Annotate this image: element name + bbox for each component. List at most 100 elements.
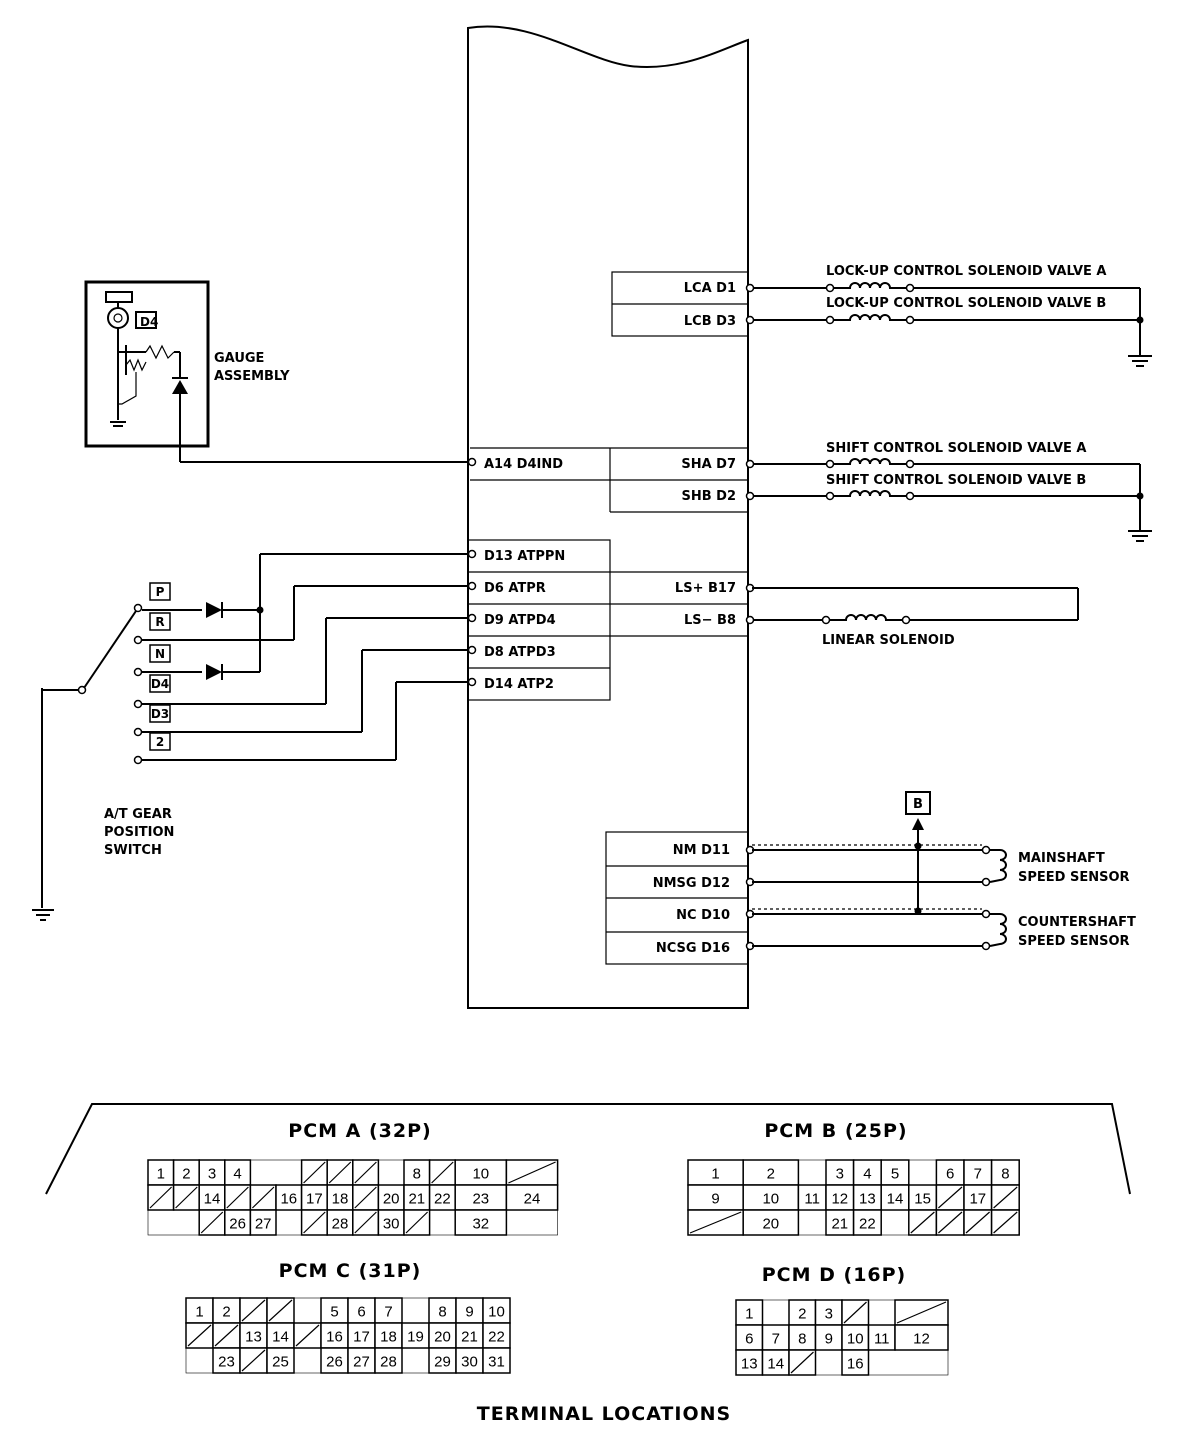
- pin-d6: D6 ATPR: [484, 581, 546, 596]
- svg-text:N: N: [155, 647, 165, 661]
- terminal-cell: 18: [374, 1322, 403, 1349]
- svg-text:8: 8: [798, 1331, 806, 1348]
- terminal-cell: 3: [198, 1159, 226, 1186]
- d4-indicator-icon: D4: [135, 311, 158, 329]
- svg-text:3: 3: [836, 1166, 844, 1183]
- terminal-cell: 1: [147, 1159, 175, 1186]
- pcm-c-title: PCM C (31P): [279, 1260, 422, 1282]
- svg-text:14: 14: [272, 1329, 289, 1346]
- svg-text:1: 1: [745, 1306, 753, 1323]
- gear-label-r: R: [149, 612, 171, 631]
- terminal-cell: 11: [867, 1324, 896, 1351]
- svg-text:8: 8: [438, 1304, 446, 1321]
- terminal-cell: 13: [239, 1322, 268, 1349]
- terminal-cell: 27: [249, 1209, 277, 1236]
- pin-d9: D9 ATPD4: [484, 613, 556, 628]
- terminal-cell: 2: [742, 1159, 800, 1186]
- svg-text:2: 2: [767, 1166, 775, 1183]
- mainshaft-label-2: SPEED SENSOR: [1018, 870, 1130, 885]
- svg-text:29: 29: [434, 1354, 451, 1371]
- svg-text:4: 4: [233, 1166, 241, 1183]
- pin-lsminus: LS− B8: [684, 613, 736, 628]
- svg-text:16: 16: [847, 1356, 864, 1373]
- svg-text:7: 7: [772, 1331, 780, 1348]
- svg-text:7: 7: [384, 1304, 392, 1321]
- terminal-cell: 20: [428, 1322, 457, 1349]
- terminal-cell: 9: [687, 1184, 744, 1211]
- terminal-cell: 13: [735, 1349, 764, 1376]
- terminal-cell: 14: [880, 1184, 910, 1211]
- svg-text:10: 10: [762, 1191, 779, 1208]
- gauge-assembly-box: [84, 280, 210, 448]
- svg-text:13: 13: [245, 1329, 262, 1346]
- terminal-cell: 9: [455, 1297, 484, 1324]
- terminal-cell: 23: [212, 1347, 241, 1374]
- terminal-cell: 16: [841, 1349, 870, 1376]
- terminal-cell: 1: [185, 1297, 214, 1324]
- terminal-cell: 14: [266, 1322, 295, 1349]
- terminal-cell: 8: [428, 1297, 457, 1324]
- svg-text:12: 12: [831, 1191, 848, 1208]
- terminal-cell: 11: [797, 1184, 827, 1211]
- svg-text:5: 5: [891, 1166, 899, 1183]
- pcm-d-title: PCM D (16P): [762, 1264, 907, 1286]
- pin-a14: A14 D4IND: [484, 457, 563, 472]
- terminal-cell: 23: [454, 1184, 508, 1211]
- pin-d13: D13 ATPPN: [484, 549, 565, 564]
- svg-text:20: 20: [434, 1329, 451, 1346]
- svg-text:3: 3: [208, 1166, 216, 1183]
- svg-text:6: 6: [745, 1331, 753, 1348]
- gear-label-2: 2: [149, 732, 171, 751]
- svg-text:2: 2: [182, 1166, 190, 1183]
- lockup-solenoid-wiring: [745, 282, 1144, 355]
- gear-label-p: P: [149, 582, 171, 601]
- terminal-cell: [894, 1299, 949, 1326]
- terminal-cell: 5: [880, 1159, 910, 1186]
- terminal-cell: 17: [300, 1184, 328, 1211]
- shift-a-label: SHIFT CONTROL SOLENOID VALVE A: [826, 441, 1087, 456]
- linear-solenoid-label: LINEAR SOLENOID: [822, 633, 955, 648]
- terminal-frame: [45, 1103, 1131, 1195]
- svg-text:24: 24: [524, 1191, 541, 1208]
- shift-b-label: SHIFT CONTROL SOLENOID VALVE B: [826, 473, 1086, 488]
- terminal-cell: [788, 1349, 817, 1376]
- svg-text:21: 21: [408, 1191, 425, 1208]
- svg-text:1: 1: [711, 1166, 719, 1183]
- terminal-cell: [249, 1184, 277, 1211]
- svg-text:9: 9: [711, 1191, 719, 1208]
- terminal-cell: 22: [482, 1322, 511, 1349]
- terminal-cell: [963, 1209, 993, 1236]
- pin-lca: LCA D1: [684, 281, 736, 296]
- terminal-cell: 13: [852, 1184, 882, 1211]
- terminal-cell: [428, 1159, 456, 1186]
- svg-text:2: 2: [798, 1306, 806, 1323]
- terminal-cell: 10: [742, 1184, 800, 1211]
- svg-text:32: 32: [472, 1216, 489, 1233]
- svg-text:1: 1: [195, 1304, 203, 1321]
- terminal-cell: [198, 1209, 226, 1236]
- terminal-cell: 3: [814, 1299, 843, 1326]
- countershaft-label-2: SPEED SENSOR: [1018, 934, 1130, 949]
- terminal-cell: 16: [275, 1184, 303, 1211]
- mainshaft-label-1: MAINSHAFT: [1018, 851, 1105, 866]
- terminal-cell: 7: [374, 1297, 403, 1324]
- terminal-cell: 8: [403, 1159, 431, 1186]
- terminal-cell: 26: [320, 1347, 349, 1374]
- svg-text:D4: D4: [140, 315, 158, 329]
- terminal-cell: 7: [963, 1159, 993, 1186]
- pin-d8: D8 ATPD3: [484, 645, 556, 660]
- svg-text:20: 20: [762, 1216, 779, 1233]
- svg-text:19: 19: [407, 1329, 424, 1346]
- terminal-cell: 2: [172, 1159, 200, 1186]
- svg-text:16: 16: [280, 1191, 297, 1208]
- terminal-cell: 31: [482, 1347, 511, 1374]
- terminal-cell: 20: [742, 1209, 800, 1236]
- terminal-cell: [990, 1184, 1020, 1211]
- terminal-cell: [841, 1299, 870, 1326]
- svg-text:16: 16: [326, 1329, 343, 1346]
- svg-text:18: 18: [380, 1329, 397, 1346]
- svg-text:28: 28: [380, 1354, 397, 1371]
